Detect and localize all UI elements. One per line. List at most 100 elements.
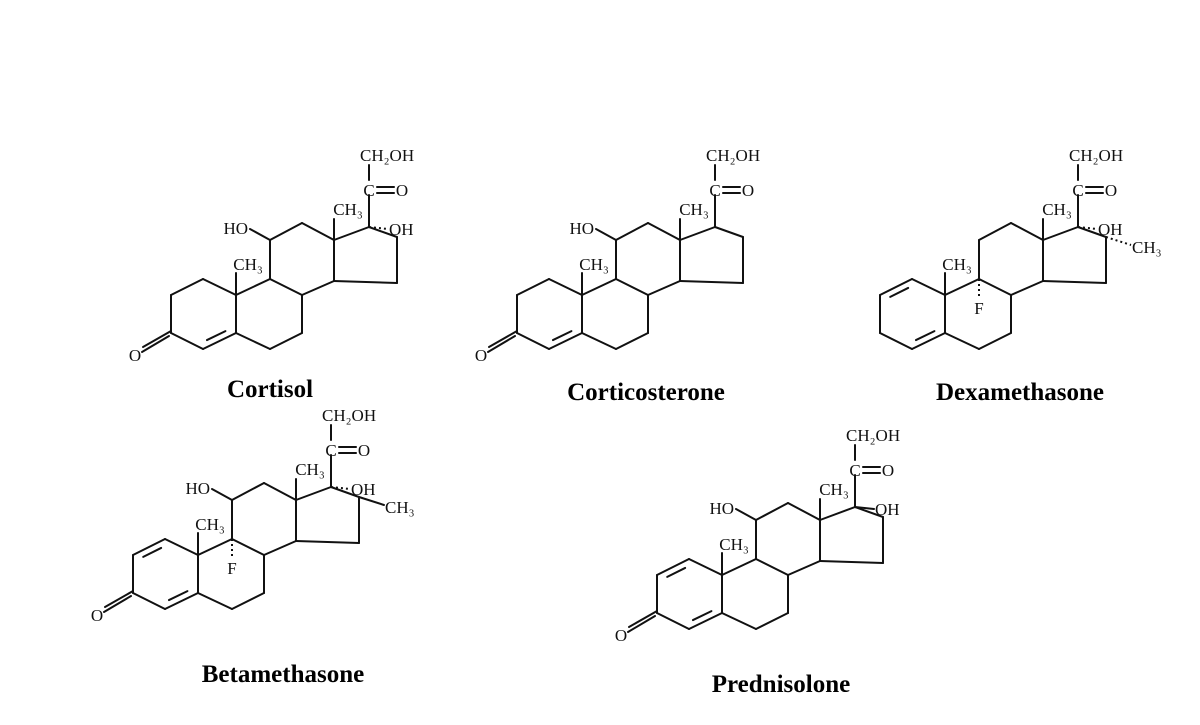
c10-methyl-label: CH₃ <box>195 515 225 534</box>
bond-c11-c12 <box>978 222 1012 241</box>
c20-carbon-label: C <box>1072 181 1083 200</box>
c17-hydroxyl-label: OH <box>389 220 414 239</box>
c13-methyl-label: CH₃ <box>819 480 849 499</box>
bond-c1-c2 <box>879 278 913 296</box>
ketone-oxygen-label: O <box>475 346 487 365</box>
bond-c13-c17 <box>1042 226 1079 241</box>
ketone-bond <box>628 610 658 628</box>
bond-c3-c4 <box>170 332 204 350</box>
bond-c14-c8 <box>787 560 821 576</box>
c17-hydroxyl-bond <box>330 486 351 490</box>
ketone-bond <box>487 335 516 353</box>
bond-c6-c5 <box>197 592 233 610</box>
double-bond-c4-c5 <box>914 330 936 342</box>
bond-c6-c5 <box>944 332 980 350</box>
bond-c10-c1 <box>688 558 723 576</box>
ketone-bond <box>103 595 132 613</box>
c16-methyl-bond <box>358 496 385 506</box>
bond-c12-c13 <box>647 222 681 241</box>
bond-c9-c8 <box>615 278 649 296</box>
c11-hydroxyl-bond <box>735 508 757 521</box>
c11-hydroxyl-label: HO <box>223 219 248 238</box>
bond-c4-c5 <box>548 332 583 350</box>
bond-c3-c4 <box>656 612 690 630</box>
ketone-bond <box>488 330 518 348</box>
bond-c3-c4 <box>879 332 913 350</box>
c11-hydroxyl-label: HO <box>709 499 734 518</box>
bond-c1-c2 <box>656 558 690 576</box>
bond-c17-c16 <box>368 226 398 238</box>
bond-c4-c5 <box>202 332 237 350</box>
bond-c1-c2 <box>132 538 166 556</box>
c17-hydroxyl-bond <box>1077 226 1098 230</box>
c13-methyl-label: CH₃ <box>679 200 709 219</box>
c9-fluorine-label: F <box>974 299 983 318</box>
ch2oh-label: CH₂OH <box>846 426 900 445</box>
bond-c10-c9 <box>235 278 271 296</box>
double-bond-c4-c5 <box>691 610 713 622</box>
bond-c12-c13 <box>787 502 821 521</box>
bond-c10-c9 <box>721 558 757 576</box>
ch2oh-label: CH₂OH <box>322 406 376 425</box>
bond-c11-c12 <box>755 502 789 521</box>
bond-c11-c12 <box>269 222 303 241</box>
bond-c13-c17 <box>679 226 716 241</box>
bond-c13-c17 <box>295 486 332 501</box>
bond-c10-c1 <box>911 278 946 296</box>
bond-c10-c1 <box>164 538 199 556</box>
bond-c17-c16 <box>1077 226 1107 238</box>
bond-c14-c8 <box>263 540 297 556</box>
double-bond-c4-c5 <box>551 330 573 342</box>
bond-c15-c14 <box>819 560 884 564</box>
carbonyl-oxygen-label: O <box>1105 181 1117 200</box>
c20-carbon-label: C <box>849 461 860 480</box>
carbonyl-oxygen-label: O <box>742 181 754 200</box>
c10-methyl-label: CH₃ <box>942 255 972 274</box>
bond-c15-c14 <box>1042 280 1107 284</box>
bond-c7-c6 <box>269 332 303 350</box>
bond-c4-c5 <box>911 332 946 350</box>
c16-methyl-label: CH₃ <box>1132 238 1162 257</box>
ketone-bond <box>142 330 172 348</box>
ketone-bond <box>627 615 656 633</box>
c11-hydroxyl-label: HO <box>569 219 594 238</box>
carbonyl-oxygen-label: O <box>882 461 894 480</box>
c13-methyl-label: CH₃ <box>333 200 363 219</box>
bond-c3-c4 <box>132 592 166 610</box>
bond-c7-c6 <box>615 332 649 350</box>
bond-c6-c5 <box>581 332 617 350</box>
c20-carbon-label: C <box>325 441 336 460</box>
bond-c14-c8 <box>301 280 335 296</box>
bond-c15-c14 <box>295 540 360 544</box>
ketone-oxygen-label: O <box>91 606 103 625</box>
bond-c4-c5 <box>164 592 199 610</box>
bond-c6-c5 <box>235 332 271 350</box>
c9-fluorine-label: F <box>227 559 236 578</box>
bond-c17-c16 <box>854 506 884 518</box>
bond-c9-c8 <box>755 558 789 576</box>
c17-hydroxyl-bond <box>854 506 875 510</box>
molecule-name: Betamethasone <box>202 661 364 688</box>
double-bond-c1-c2 <box>142 546 163 558</box>
bond-c10-c9 <box>581 278 617 296</box>
molecule-name: Dexamethasone <box>936 379 1104 406</box>
bond-c12-c13 <box>1010 222 1044 241</box>
ketone-oxygen-label: O <box>129 346 141 365</box>
bond-c10-c9 <box>944 278 980 296</box>
c17-hydroxyl-label: OH <box>875 500 900 519</box>
ch2oh-label: CH₂OH <box>360 146 414 165</box>
c11-hydroxyl-bond <box>249 228 271 241</box>
c11-hydroxyl-bond <box>595 228 617 241</box>
c10-methyl-label: CH₃ <box>579 255 609 274</box>
c17-hydroxyl-label: OH <box>1098 220 1123 239</box>
bond-c7-c6 <box>978 332 1012 350</box>
bond-c4-c5 <box>688 612 723 630</box>
bond-c11-c12 <box>231 482 265 501</box>
ketone-oxygen-label: O <box>615 626 627 645</box>
bond-c12-c13 <box>301 222 335 241</box>
bond-c1-c2 <box>170 278 204 296</box>
double-bond-c1-c2 <box>666 566 687 578</box>
